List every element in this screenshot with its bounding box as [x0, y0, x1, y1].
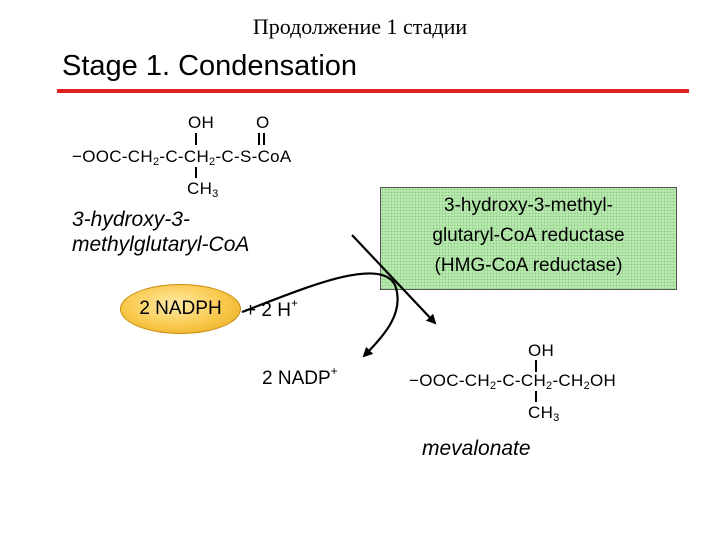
product-methyl-bond [535, 391, 537, 402]
cofactor-curved-arrow [241, 272, 399, 358]
enzyme-box: 3-hydroxy-3-methyl- glutaryl-CoA reducta… [380, 187, 677, 290]
substrate-double-bond-right [263, 133, 265, 145]
main-reaction-arrow [351, 234, 437, 325]
substrate-methyl-label: CH3 [187, 179, 219, 200]
nadph-oval: 2 NADPH [120, 284, 241, 334]
slide-title: Продолжение 1 стадии [252, 14, 468, 39]
stage-heading: Stage 1. Condensation [62, 50, 358, 82]
substrate-carbonyl-o-label: O [256, 113, 270, 132]
substrate-name: 3-hydroxy-3- methylglutaryl-CoA [72, 208, 250, 256]
product-oh-bond [535, 360, 537, 372]
substrate-methyl-bond [195, 167, 197, 178]
nadph-label: 2 NADPH [139, 298, 222, 319]
proton-cofactor: + 2 H+ [245, 296, 298, 321]
substrate-oh-bond [195, 133, 197, 145]
product-name: mevalonate [422, 437, 531, 460]
substrate-main-chain: −OOC-CH2-C-CH2-C-S-CoA [72, 147, 292, 168]
enzyme-name-line3: (HMG-CoA reductase) [434, 255, 623, 276]
substrate-double-bond-left [258, 133, 260, 145]
product-methyl-label: CH3 [528, 403, 560, 424]
product-oh-label: OH [528, 341, 555, 360]
product-main-chain: −OOC-CH2-C-CH2-CH2OH [409, 371, 617, 392]
enzyme-name-line2: glutaryl-CoA reductase [432, 225, 625, 246]
title-divider [57, 89, 689, 93]
enzyme-name-line1: 3-hydroxy-3-methyl- [444, 195, 613, 216]
nadp-product: 2 NADP+ [262, 364, 338, 389]
substrate-oh-label: OH [188, 113, 215, 132]
